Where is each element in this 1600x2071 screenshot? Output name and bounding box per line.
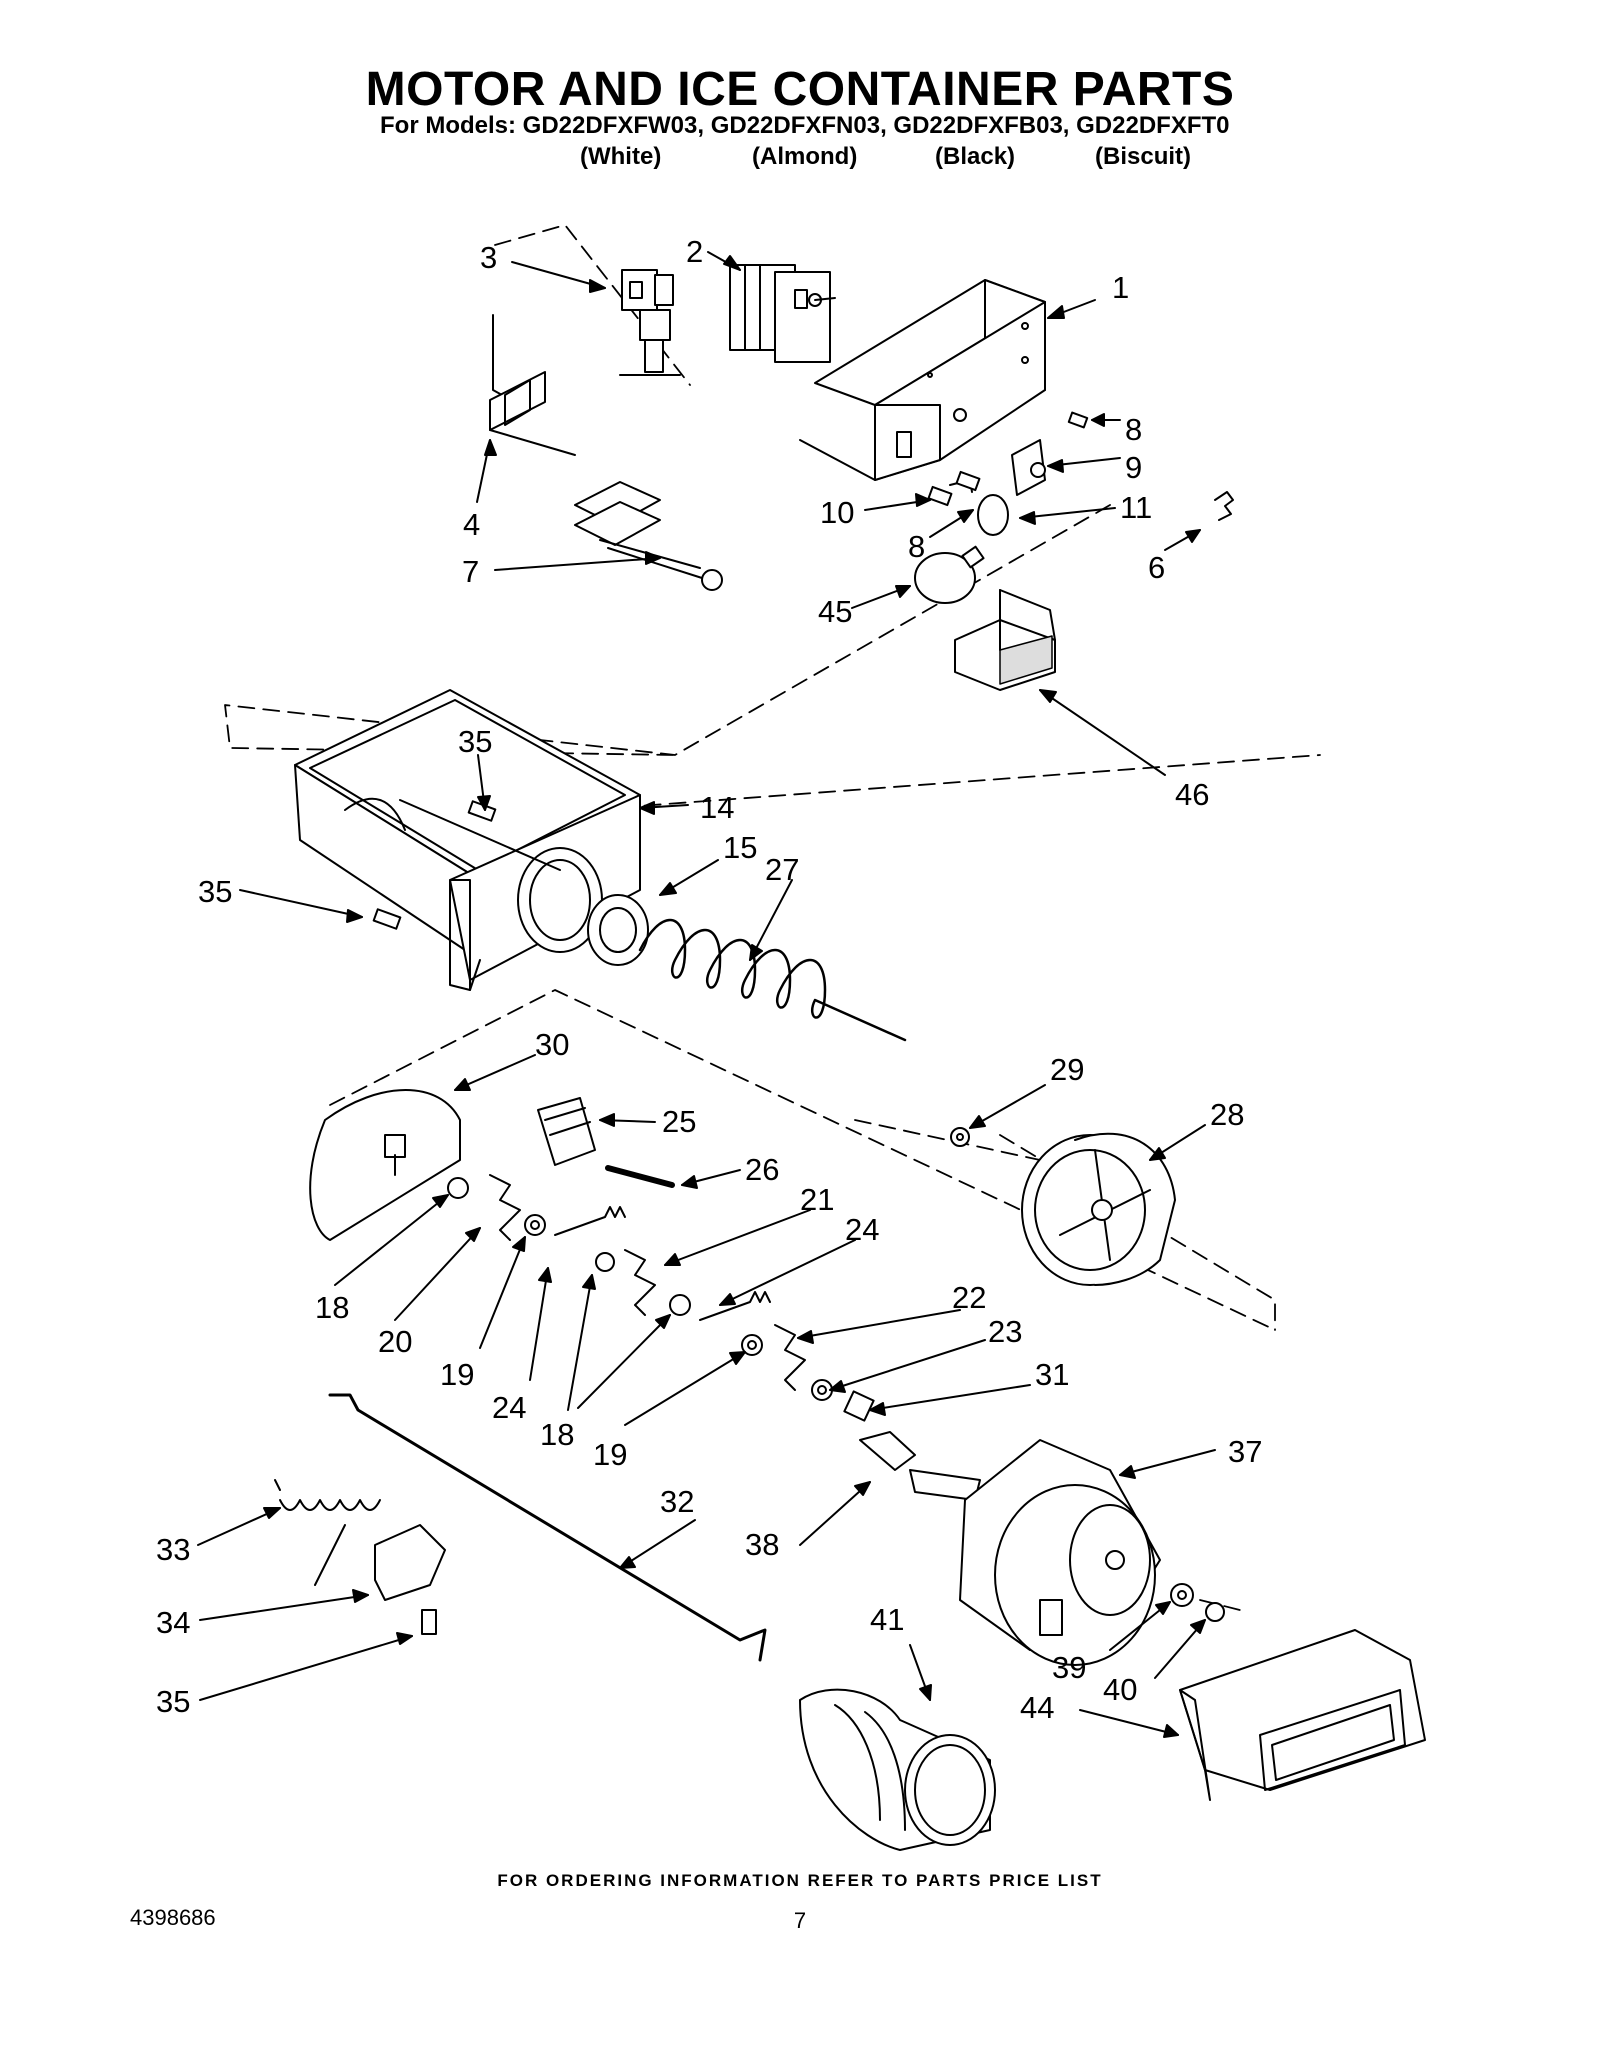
part-38-bracket — [859, 1431, 981, 1501]
callout-18b: 18 — [540, 1417, 574, 1452]
callout-9: 9 — [1125, 450, 1142, 485]
callout-20: 20 — [378, 1324, 412, 1359]
parts-32-35 — [274, 800, 767, 1662]
callout-37: 37 — [1228, 1434, 1262, 1469]
callout-8b: 8 — [908, 529, 925, 564]
parts-39-40-washers — [1170, 1583, 1225, 1622]
callout-40: 40 — [1103, 1672, 1137, 1707]
callout-35b: 35 — [198, 874, 232, 909]
part-28-29-drum — [950, 1127, 1176, 1286]
callout-29: 29 — [1050, 1052, 1084, 1087]
callout-14: 14 — [700, 790, 734, 825]
part-46-light-cover — [954, 589, 1056, 691]
color-white: (White) — [580, 143, 662, 170]
callout-19b: 19 — [593, 1437, 627, 1472]
callout-44: 44 — [1020, 1690, 1054, 1725]
crusher-stack — [447, 1174, 875, 1422]
callout-35a: 35 — [458, 724, 492, 759]
callout-labels: 1 2 3 4 7 8 9 10 8 11 6 45 46 35 14 15 2… — [156, 234, 1262, 1725]
callout-22: 22 — [952, 1280, 986, 1315]
part-2-auger-motor — [729, 264, 836, 363]
callout-7: 7 — [462, 554, 479, 589]
color-biscuit: (Biscuit) — [1095, 143, 1191, 170]
callout-23: 23 — [988, 1314, 1022, 1349]
callout-25: 25 — [662, 1104, 696, 1139]
callout-33: 33 — [156, 1532, 190, 1567]
models-line: For Models: GD22DFXFW03, GD22DFXFN03, GD… — [380, 112, 1230, 139]
callout-45: 45 — [818, 594, 852, 629]
callout-1: 1 — [1112, 270, 1129, 305]
callout-4: 4 — [463, 507, 480, 542]
ordering-note: FOR ORDERING INFORMATION REFER TO PARTS … — [497, 1871, 1103, 1890]
callout-24a: 24 — [845, 1212, 879, 1247]
part-37-auger-motor — [959, 1439, 1161, 1666]
callout-38: 38 — [745, 1527, 779, 1562]
part-4-bracket — [489, 314, 576, 456]
callout-31: 31 — [1035, 1357, 1069, 1392]
callout-24b: 24 — [492, 1390, 526, 1425]
callout-10: 10 — [820, 495, 854, 530]
part-1-control-housing — [799, 279, 1046, 481]
callout-26: 26 — [745, 1152, 779, 1187]
callout-18a: 18 — [315, 1290, 349, 1325]
callout-28: 28 — [1210, 1097, 1244, 1132]
callout-30: 30 — [535, 1027, 569, 1062]
document-number: 4398686 — [130, 1905, 216, 1930]
callout-6: 6 — [1148, 550, 1165, 585]
callout-32: 32 — [660, 1484, 694, 1519]
page-title: MOTOR AND ICE CONTAINER PARTS — [365, 63, 1235, 116]
callout-8a: 8 — [1125, 412, 1142, 447]
callout-39: 39 — [1052, 1650, 1086, 1685]
callout-2: 2 — [686, 234, 703, 269]
callout-19a: 19 — [440, 1357, 474, 1392]
callout-3: 3 — [480, 240, 497, 275]
callout-35c: 35 — [156, 1684, 190, 1719]
color-almond: (Almond) — [752, 143, 858, 170]
leader-lines — [197, 251, 1216, 1738]
small-hardware — [914, 411, 1234, 604]
callout-34: 34 — [156, 1605, 190, 1640]
part-41-motor-cup — [799, 1688, 996, 1851]
page-number: 7 — [793, 1908, 807, 1933]
part-14-ice-container — [294, 689, 641, 991]
callout-21: 21 — [800, 1182, 834, 1217]
callout-15: 15 — [723, 830, 757, 865]
callout-41: 41 — [870, 1602, 904, 1637]
part-25-26-blade-pin — [537, 1097, 675, 1188]
part-44-motor-cover — [1179, 1629, 1426, 1801]
callout-27: 27 — [765, 852, 799, 887]
part-7-switch — [574, 481, 723, 591]
callout-46: 46 — [1175, 777, 1209, 812]
callout-11: 11 — [1120, 490, 1152, 525]
color-black: (Black) — [935, 143, 1016, 170]
part-30-crusher-housing — [309, 1089, 461, 1241]
part-3-solenoid — [619, 269, 681, 376]
part-15-27-auger — [587, 894, 907, 1042]
